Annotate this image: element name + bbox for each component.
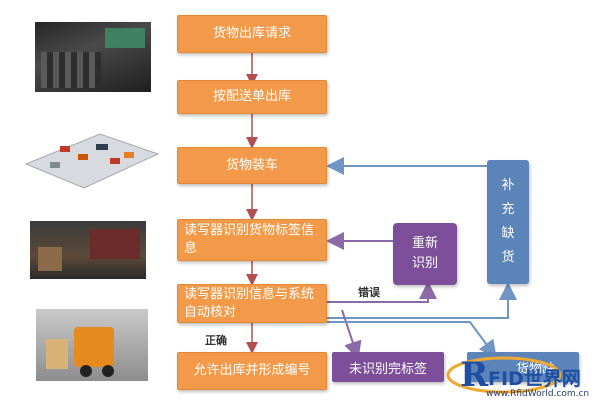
step-read-tags: 读写器识别货物标签信息	[177, 219, 327, 261]
warehouse-shelves-photo	[35, 22, 151, 92]
loading-dock-photo	[30, 221, 146, 279]
step-load-truck: 货物装车	[177, 147, 327, 184]
logo-brand: FID世界网	[488, 368, 581, 390]
step-dispatch-by-order: 按配送单出库	[177, 80, 327, 114]
error-label: 错误	[358, 286, 380, 299]
rfidworld-logo: R FID世界网 www.RfidWorld.com.cn	[446, 353, 604, 401]
warehouse-floorplan-photo	[20, 124, 160, 192]
step-auto-check: 读写器识别信息与系统自动核对	[177, 284, 327, 323]
replenish-box: 补充缺货	[487, 160, 529, 284]
logo-url: www.RfidWorld.com.cn	[486, 389, 590, 399]
step-outbound-request: 货物出库请求	[177, 15, 327, 53]
unrecognized-tag-box: 未识别完标签	[332, 352, 444, 382]
forklift-photo	[36, 309, 148, 381]
reidentify-box: 重新识别	[393, 223, 457, 285]
logo-letter: R	[460, 355, 489, 395]
step-allow-outbound: 允许出库并形成编号	[177, 352, 327, 390]
correct-label: 正确	[205, 334, 227, 347]
